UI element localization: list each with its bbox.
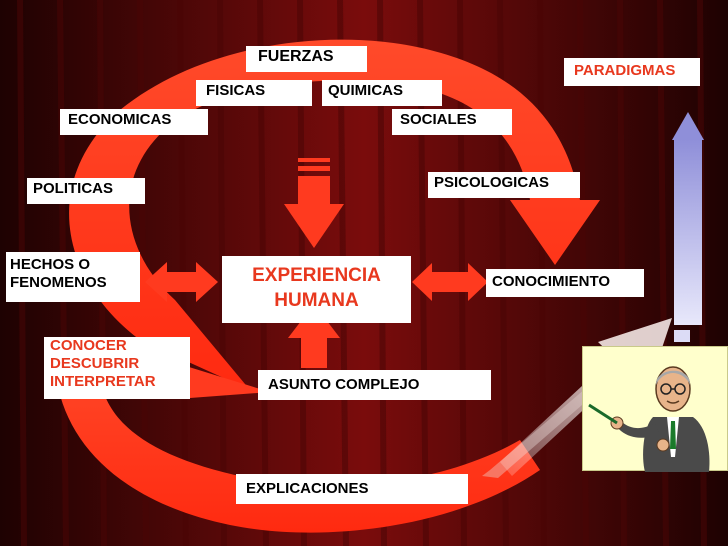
- label-politicas: POLITICAS: [27, 178, 145, 204]
- label-explicaciones: EXPLICACIONES: [236, 474, 468, 504]
- left-double-arrow: [145, 262, 218, 302]
- label-fuerzas: FUERZAS: [246, 46, 367, 72]
- teacher-pointing-icon: [582, 346, 728, 472]
- label-asunto-complejo: ASUNTO COMPLEJO: [258, 370, 491, 400]
- conocer-line: CONOCER: [50, 337, 127, 354]
- down-arrow: [284, 158, 344, 248]
- label-conocer-descubrir-interpretar: CONOCER DESCUBRIR INTERPRETAR: [44, 337, 190, 399]
- right-double-arrow: [412, 263, 488, 301]
- label-psicologicas: PSICOLOGICAS: [428, 172, 580, 198]
- label-quimicas: QUIMICAS: [322, 80, 442, 106]
- paradigm-arrow: [672, 112, 704, 355]
- descubrir-line: DESCUBRIR: [50, 355, 140, 372]
- experiencia-humana-box: EXPERIENCIA HUMANA: [222, 256, 411, 323]
- hechos-line1: HECHOS O: [10, 256, 91, 273]
- label-economicas: ECONOMICAS: [60, 109, 208, 135]
- label-conocimiento: CONOCIMIENTO: [486, 269, 644, 297]
- label-fisicas: FISICAS: [196, 80, 312, 106]
- label-sociales: SOCIALES: [392, 109, 512, 135]
- experiencia-line2: HUMANA: [274, 290, 359, 311]
- interpretar-line: INTERPRETAR: [50, 373, 156, 390]
- label-hechos-fenomenos: HECHOS O FENOMENOS: [6, 252, 140, 302]
- hechos-line2: FENOMENOS: [10, 274, 107, 291]
- label-paradigmas: PARADIGMAS: [564, 58, 700, 86]
- experiencia-line1: EXPERIENCIA: [252, 265, 381, 286]
